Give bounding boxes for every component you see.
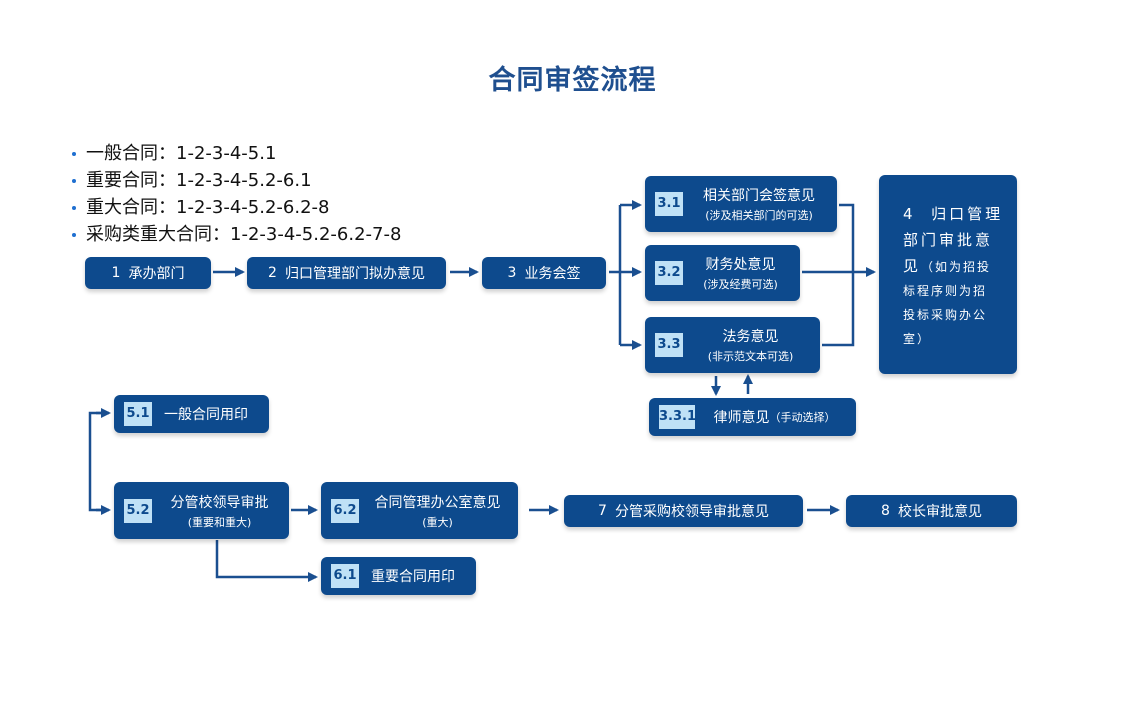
step-label: 分管采购校领导审批意见 — [614, 504, 769, 520]
step-label: 财务处意见 — [705, 257, 776, 273]
step-3-box: 3 业务会签 — [482, 257, 606, 289]
step-5-2-box: 5.2 分管校领导审批 (重要和重大) — [114, 482, 289, 539]
step-label: 一般合同用印 — [164, 407, 248, 423]
step-note: （手动选择） — [769, 411, 836, 424]
step-number: 2 — [268, 265, 277, 281]
arrow-52-61 — [215, 540, 318, 582]
arrow-loop-51 — [88, 411, 108, 512]
step-badge: 6.2 — [331, 498, 359, 523]
step-8-box: 8 校长审批意见 — [846, 495, 1017, 527]
step-number: 3 — [507, 265, 517, 281]
step-label: 归口管理部门拟办意见 — [284, 266, 425, 282]
step-6-2-box: 6.2 合同管理办公室意见 (重大) — [321, 482, 518, 539]
step-label-line: 见 — [903, 257, 922, 275]
step-note: (涉及经费可选) — [703, 278, 778, 291]
arrow-31-merge — [822, 203, 855, 347]
step-1-box: 1 承办部门 — [85, 257, 211, 289]
step-note: (重大) — [422, 515, 453, 529]
step-label: 重要合同用印 — [371, 569, 455, 585]
step-note: (重要和重大) — [187, 515, 252, 529]
step-badge: 3.2 — [655, 261, 683, 285]
step-label: 律师意见 — [713, 410, 770, 426]
step-badge: 6.1 — [331, 564, 359, 588]
step-number: 7 — [598, 503, 607, 519]
step-badge: 3.1 — [655, 192, 683, 216]
step-label: 校长审批意见 — [897, 504, 982, 520]
step-note-line: 投标采购办公 — [903, 308, 988, 322]
step-2-box: 2 归口管理部门拟办意见 — [247, 257, 446, 289]
step-note: (涉及相关部门的可选) — [705, 209, 813, 222]
step-badge: 5.2 — [124, 498, 152, 523]
step-number: 1 — [111, 265, 121, 281]
rule-item: 重要合同：1-2-3-4-5.2-6.1 — [72, 167, 401, 194]
step-note: (非示范文本可选) — [707, 350, 794, 363]
rule-item: 一般合同：1-2-3-4-5.1 — [72, 140, 401, 167]
step-note-line: 室） — [903, 332, 932, 346]
contract-rules-list: 一般合同：1-2-3-4-5.1 重要合同：1-2-3-4-5.2-6.1 重大… — [72, 140, 401, 248]
step-6-1-box: 6.1 重要合同用印 — [321, 557, 476, 595]
step-number: 8 — [881, 503, 890, 519]
step-3-1-box: 3.1 相关部门会签意见 (涉及相关部门的可选) — [645, 176, 837, 232]
step-3-3-1-box: 3.3.1 律师意见 （手动选择） — [649, 398, 856, 436]
step-5-1-box: 5.1 一般合同用印 — [114, 395, 269, 433]
step-label-line: 部门审批意 — [903, 231, 994, 249]
page-title: 合同审签流程 — [488, 65, 657, 96]
step-label: 业务会签 — [524, 266, 581, 282]
step-label: 相关部门会签意见 — [703, 188, 815, 204]
step-badge: 5.1 — [124, 402, 152, 426]
step-label: 承办部门 — [128, 266, 185, 282]
step-label: 合同管理办公室意见 — [374, 494, 501, 511]
step-note-line: （如为招投 — [921, 260, 992, 274]
step-note-line: 标程序则为招 — [903, 284, 988, 298]
step-3-2-box: 3.2 财务处意见 (涉及经费可选) — [645, 245, 800, 301]
step-badge: 3.3 — [655, 333, 683, 357]
step-label: 法务意见 — [722, 329, 779, 345]
step-7-box: 7 分管采购校领导审批意见 — [564, 495, 803, 527]
step-4-box: 4 归口管理 部门审批意 见（如为招投 标程序则为招 投标采购办公 室） — [879, 175, 1017, 374]
step-badge: 3.3.1 — [659, 405, 696, 429]
step-label: 分管校领导审批 — [170, 494, 269, 511]
step-3-3-box: 3.3 法务意见 (非示范文本可选) — [645, 317, 820, 373]
step-number: 4 — [903, 205, 916, 223]
rule-item: 采购类重大合同：1-2-3-4-5.2-6.2-7-8 — [72, 221, 401, 248]
step-label-line: 归口管理 — [931, 205, 1004, 223]
rule-item: 重大合同：1-2-3-4-5.2-6.2-8 — [72, 194, 401, 221]
